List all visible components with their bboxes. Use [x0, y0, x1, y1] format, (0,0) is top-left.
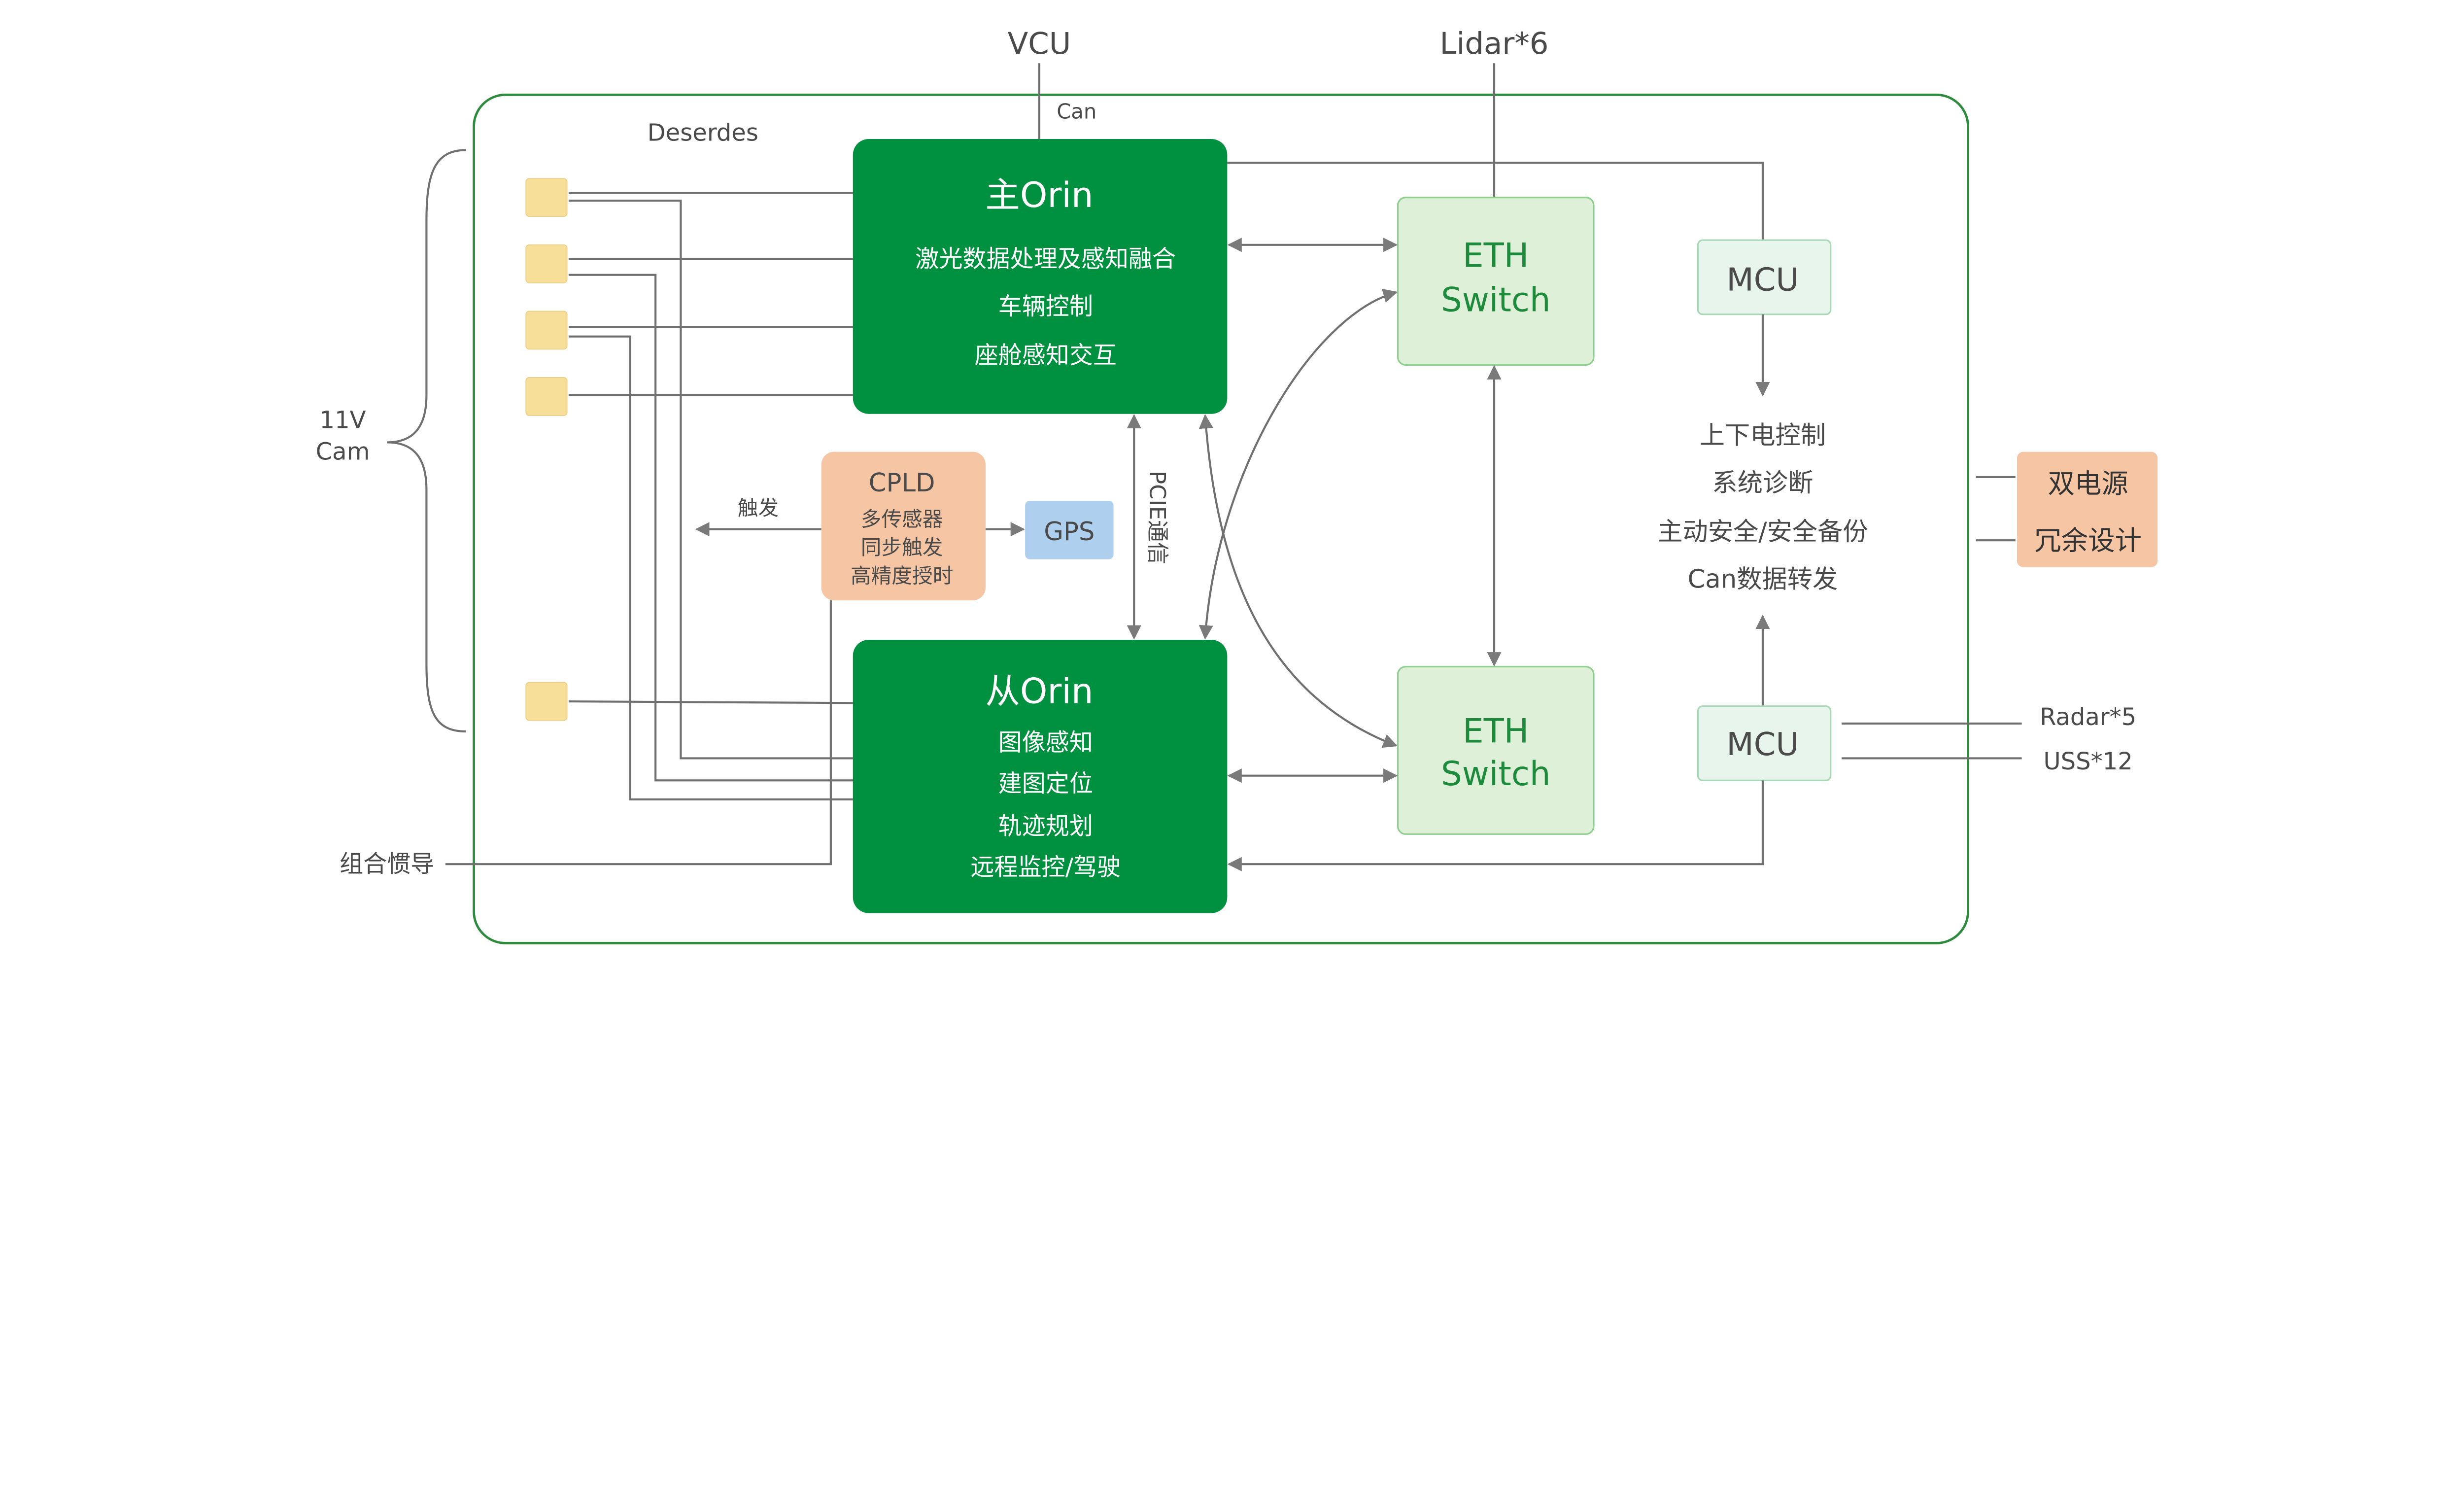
can-label: Can: [1057, 99, 1096, 123]
vcu-label: VCU: [1008, 26, 1071, 61]
power-label: 冗余设计: [2034, 524, 2142, 556]
mcu-function: Can数据转发: [1688, 564, 1838, 594]
main-orin-box: 主Orin 激光数据处理及感知融合 车辆控制 座舱感知交互: [853, 139, 1228, 414]
uss-label: USS*12: [2043, 748, 2132, 775]
cam-label: Cam: [316, 438, 370, 466]
mcu-function: 主动安全/安全备份: [1657, 517, 1868, 547]
slave-orin-function: 远程监控/驾驶: [970, 854, 1121, 881]
mcu-function: 系统诊断: [1712, 468, 1813, 498]
eth-switch-label: ETH: [1463, 712, 1529, 750]
imu-label: 组合惯导: [340, 850, 434, 878]
eth-switch-label: ETH: [1463, 237, 1529, 275]
controller-frame: [473, 93, 1969, 944]
camera-2: [525, 244, 568, 283]
camera-4: [525, 377, 568, 416]
eth-switch-label: Switch: [1441, 280, 1551, 319]
deserdes-label: Deserdes: [648, 119, 758, 146]
system-architecture-diagram: VCU Can Lidar*6 Deserdes 11V Cam 组合惯导 主O…: [316, 26, 2158, 944]
gps-box: GPS: [1025, 501, 1114, 559]
main-orin-function: 激光数据处理及感知融合: [915, 245, 1176, 273]
cpld-function: 高精度授时: [851, 564, 953, 588]
slave-orin-title: 从Orin: [985, 671, 1093, 711]
cpld-function: 多传感器: [861, 507, 943, 531]
camera-1: [525, 178, 568, 217]
cam-voltage-label: 11V: [319, 407, 366, 434]
trigger-label: 触发: [738, 496, 779, 520]
mcu-label: MCU: [1726, 262, 1799, 299]
mcu-label: MCU: [1726, 727, 1799, 763]
camera-3: [525, 311, 568, 350]
camera-5: [525, 682, 568, 721]
radar-label: Radar*5: [2040, 703, 2136, 731]
mcu-functions: 上下电控制 系统诊断 主动安全/安全备份 Can数据转发: [1657, 421, 1868, 594]
mcu-function: 上下电控制: [1700, 421, 1826, 451]
pcie-label: PCIE通信: [1144, 471, 1170, 564]
slave-orin-box: 从Orin 图像感知 建图定位 轨迹规划 远程监控/驾驶: [853, 640, 1228, 913]
slave-orin-function: 轨迹规划: [998, 812, 1093, 840]
camera-modules: [525, 178, 568, 721]
mcu-bottom: MCU: [1697, 705, 1832, 781]
lidar-label: Lidar*6: [1440, 26, 1549, 61]
cpld-box: CPLD 多传感器 同步触发 高精度授时: [821, 451, 986, 600]
eth-switch-label: Switch: [1441, 755, 1551, 793]
camera-brace: [387, 149, 466, 733]
gps-label: GPS: [1044, 517, 1095, 547]
main-orin-function: 车辆控制: [998, 293, 1093, 320]
eth-switch-bottom: ETH Switch: [1397, 665, 1595, 835]
camera-wiring: [568, 191, 853, 800]
mcu-top: MCU: [1697, 239, 1832, 315]
slave-orin-function: 图像感知: [998, 728, 1093, 756]
power-label: 双电源: [2048, 468, 2128, 499]
cpld-function: 同步触发: [861, 535, 943, 559]
slave-orin-function: 建图定位: [998, 770, 1093, 798]
dual-power-box: 双电源 冗余设计: [2017, 451, 2158, 567]
main-orin-function: 座舱感知交互: [975, 342, 1117, 369]
eth-switch-top: ETH Switch: [1397, 197, 1595, 366]
cpld-title: CPLD: [869, 468, 935, 498]
main-orin-title: 主Orin: [985, 175, 1093, 215]
